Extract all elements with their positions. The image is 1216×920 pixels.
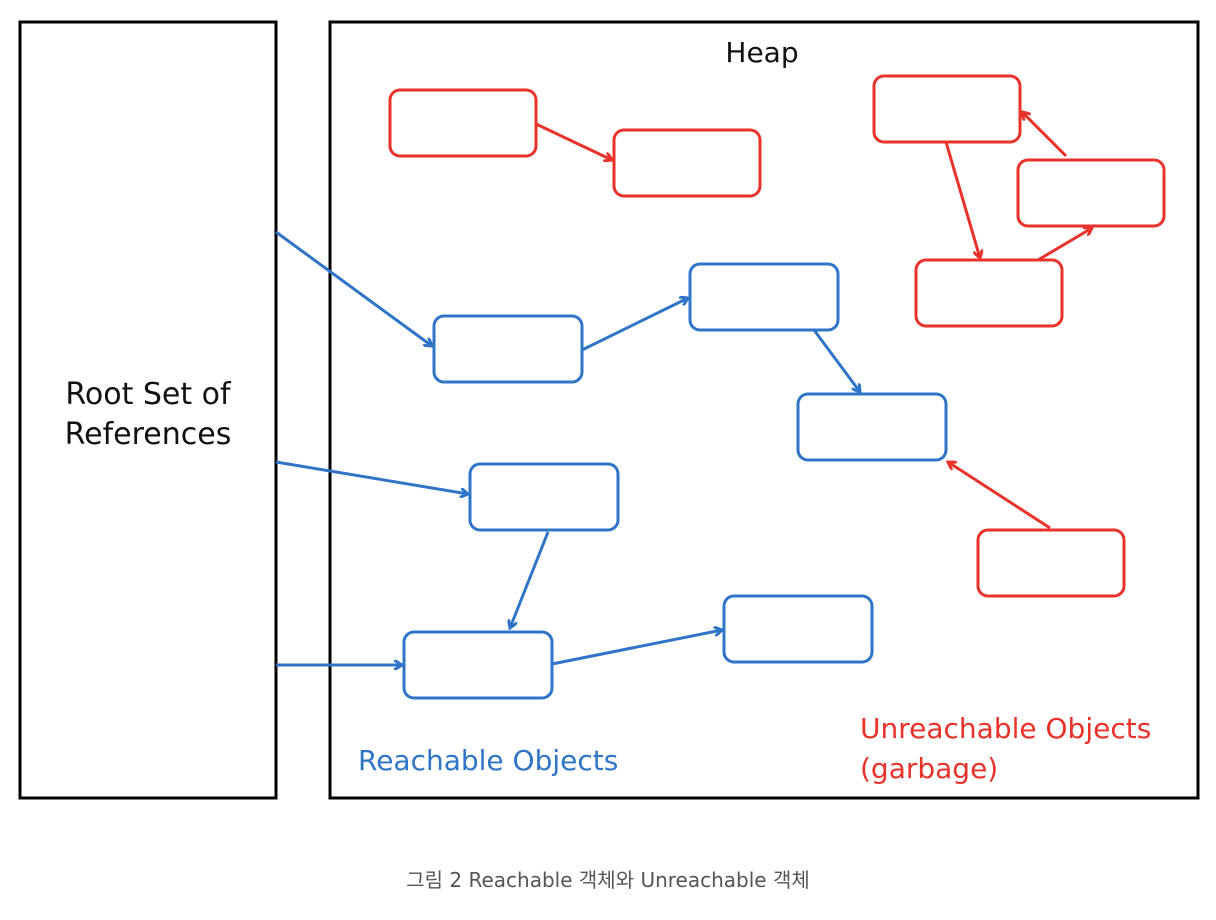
unreachable-object bbox=[612, 128, 762, 198]
reachable-link-arrow bbox=[581, 298, 688, 352]
unreachable-objects-label-line2: (garbage) bbox=[860, 752, 998, 785]
root-set-label-line2: References bbox=[65, 417, 232, 452]
root-set-box bbox=[18, 20, 278, 800]
unreachable-link-arrow bbox=[535, 122, 612, 160]
reachable-object bbox=[796, 392, 948, 462]
unreachable-object bbox=[976, 528, 1126, 598]
unreachable-link-arrow bbox=[944, 141, 980, 258]
reachable-link-arrow bbox=[551, 630, 722, 666]
reachable-object bbox=[432, 314, 584, 384]
root-set-label-line1: Root Set of bbox=[65, 377, 232, 412]
reachable-objects-label: Reachable Objects bbox=[358, 744, 618, 777]
unreachable-link-arrow bbox=[1022, 112, 1068, 158]
figure-caption: 그림 2 Reachable 객체와 Unreachable 객체 bbox=[406, 868, 810, 892]
reachable-object bbox=[402, 630, 554, 700]
reachable-link-arrow bbox=[510, 531, 550, 628]
unreachable-object bbox=[914, 258, 1064, 328]
unreachable-object bbox=[388, 88, 538, 158]
reachable-link-arrow bbox=[812, 329, 860, 392]
unreachable-object bbox=[872, 74, 1022, 144]
unreachable-link-arrow bbox=[948, 462, 1051, 530]
unreachable-link-arrow bbox=[1037, 228, 1092, 262]
unreachable-object bbox=[1016, 158, 1166, 228]
reachable-object bbox=[722, 594, 874, 664]
root-reference-arrow-2 bbox=[275, 460, 468, 494]
reachable-object bbox=[468, 462, 620, 532]
root-reference-arrow-1 bbox=[275, 230, 432, 346]
gc-reachability-diagram: Root Set of References Heap Reachable Ob… bbox=[18, 20, 1200, 800]
reachable-object bbox=[688, 262, 840, 332]
heap-label: Heap bbox=[725, 36, 798, 69]
unreachable-objects-label-line1: Unreachable Objects bbox=[860, 712, 1151, 745]
